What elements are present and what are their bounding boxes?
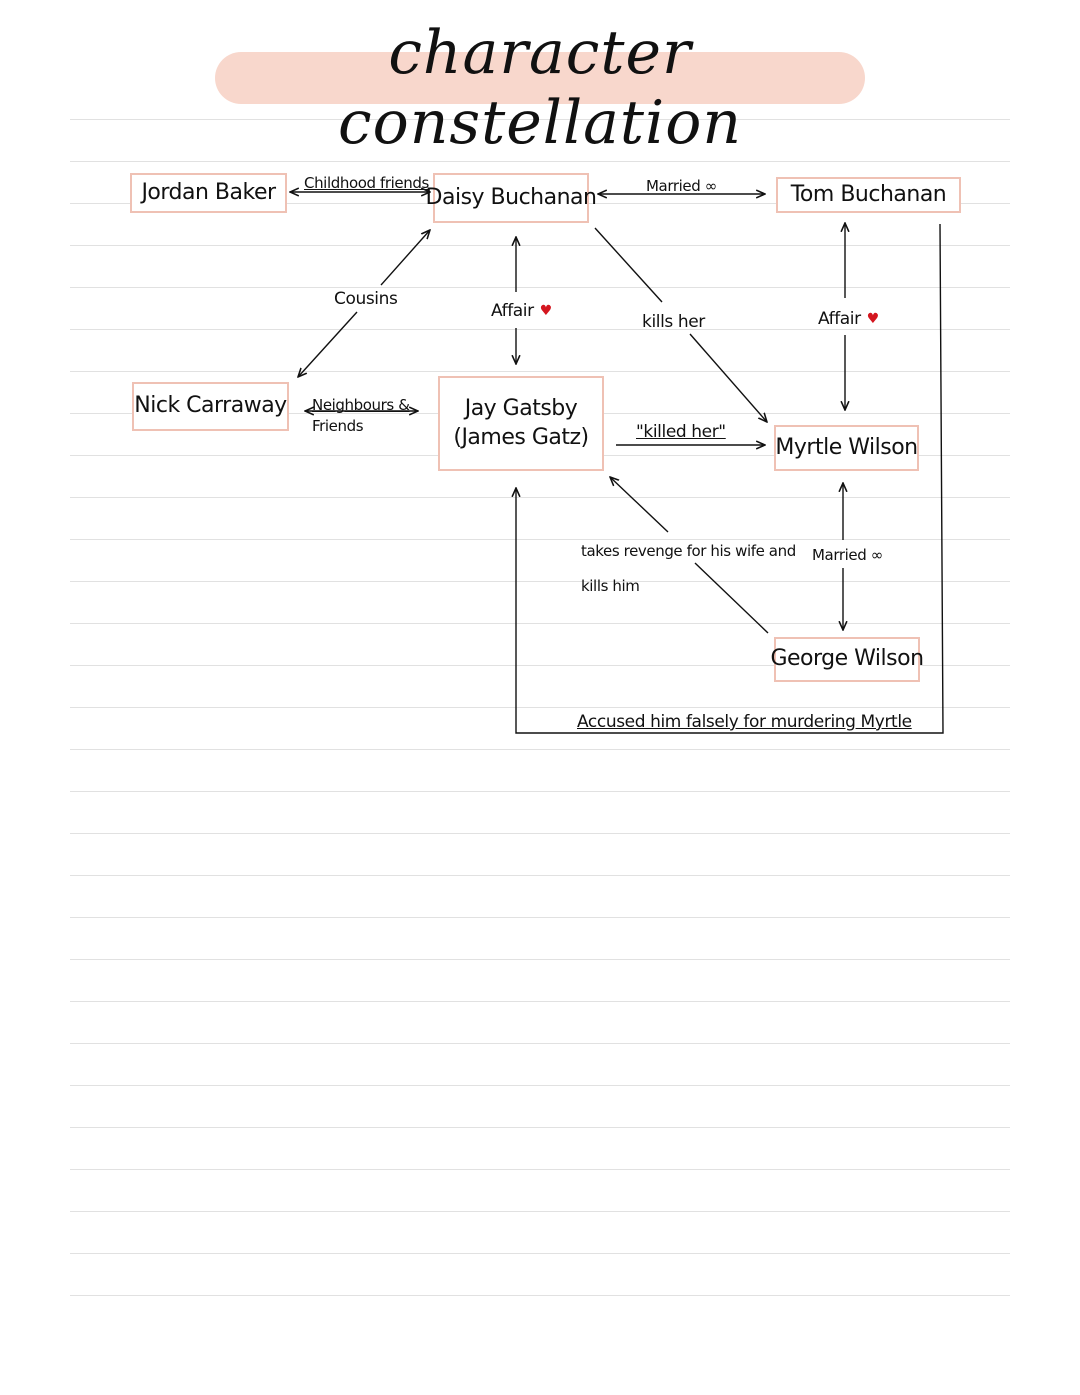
title-highlight [215, 52, 865, 104]
ruled-line [70, 1001, 1010, 1002]
node-label: Tom Buchanan [790, 181, 947, 207]
node-label: Jordan Baker [141, 179, 276, 205]
ruled-line [70, 875, 1010, 876]
arrow-cousins-nick [298, 311, 358, 377]
edge-label-childhood-friends: Childhood friends [304, 174, 429, 192]
ruled-line [70, 959, 1010, 960]
node-tom-buchanan: Tom Buchanan [776, 177, 961, 213]
ruled-line [70, 833, 1010, 834]
node-myrtle-wilson: Myrtle Wilson [774, 425, 919, 471]
ruled-line [70, 1169, 1010, 1170]
arrow-kills-myrtle [689, 333, 767, 422]
edge-label-married-daisy-tom: Married ∞ [646, 177, 717, 195]
edge-label-neighbours: Neighbours & [312, 396, 410, 414]
ruled-line [70, 287, 1010, 288]
ruled-line [70, 917, 1010, 918]
edge-label-accused: Accused him falsely for murdering Myrtle [577, 712, 912, 732]
arrow-george-revenge [694, 562, 769, 634]
ruled-line [70, 749, 1010, 750]
node-sublabel: (James Gatz) [453, 424, 589, 450]
edge-label-revenge: takes revenge for his wife and [581, 542, 796, 560]
edge-label-text: Affair [818, 309, 861, 329]
edge-label-kills-him: kills him [581, 577, 640, 595]
node-label: Myrtle Wilson [775, 434, 918, 460]
ruled-line [70, 245, 1010, 246]
node-daisy-buchanan: Daisy Buchanan [426, 173, 597, 223]
ruled-line [70, 1085, 1010, 1086]
arrow-daisy-cousins [380, 230, 430, 286]
ruled-line [70, 581, 1010, 582]
ruled-line [70, 665, 1010, 666]
edge-label-friends: Friends [312, 417, 364, 435]
page-title: character constellation [338, 18, 742, 158]
ruled-line [70, 1295, 1010, 1296]
ruled-line [70, 539, 1010, 540]
ruled-line [70, 119, 1010, 120]
arrow-tom-accused-gatsby [516, 223, 944, 734]
node-label: Nick Carraway [134, 393, 287, 419]
ruled-line [70, 1253, 1010, 1254]
ruled-line [70, 329, 1010, 330]
node-label: George Wilson [770, 646, 924, 672]
edge-label-married-myrtle-george: Married ∞ [812, 546, 883, 564]
node-george-wilson: George Wilson [770, 637, 924, 682]
node-label: Jay Gatsby [464, 395, 578, 421]
ruled-line [70, 1043, 1010, 1044]
ruled-line [70, 1211, 1010, 1212]
edge-label-cousins: Cousins [334, 289, 398, 309]
ruled-line [70, 707, 1010, 708]
ruled-line [70, 497, 1010, 498]
node-label: Daisy Buchanan [425, 184, 597, 210]
ruled-line [70, 791, 1010, 792]
node-jordan-baker: Jordan Baker [130, 173, 287, 213]
ruled-line [70, 623, 1010, 624]
node-nick-carraway: Nick Carraway [132, 382, 289, 431]
edge-label-affair-daisy-gatsby: Affair ♥ [491, 301, 552, 321]
ruled-line [70, 371, 1010, 372]
edge-label-killed-her: "killed her" [636, 422, 726, 442]
heart-icon: ♥ [866, 311, 880, 327]
ruled-line [70, 161, 1010, 162]
heart-icon: ♥ [539, 303, 553, 319]
ruled-line [70, 1127, 1010, 1128]
arrow-revenge-gatsby [610, 477, 669, 533]
edge-label-text: Affair [491, 301, 534, 321]
arrow-daisy-kills [594, 227, 663, 303]
edge-label-kills-her: kills her [642, 312, 705, 332]
node-jay-gatsby: Jay Gatsby (James Gatz) [438, 376, 604, 471]
edge-label-affair-tom-myrtle: Affair ♥ [818, 309, 879, 329]
